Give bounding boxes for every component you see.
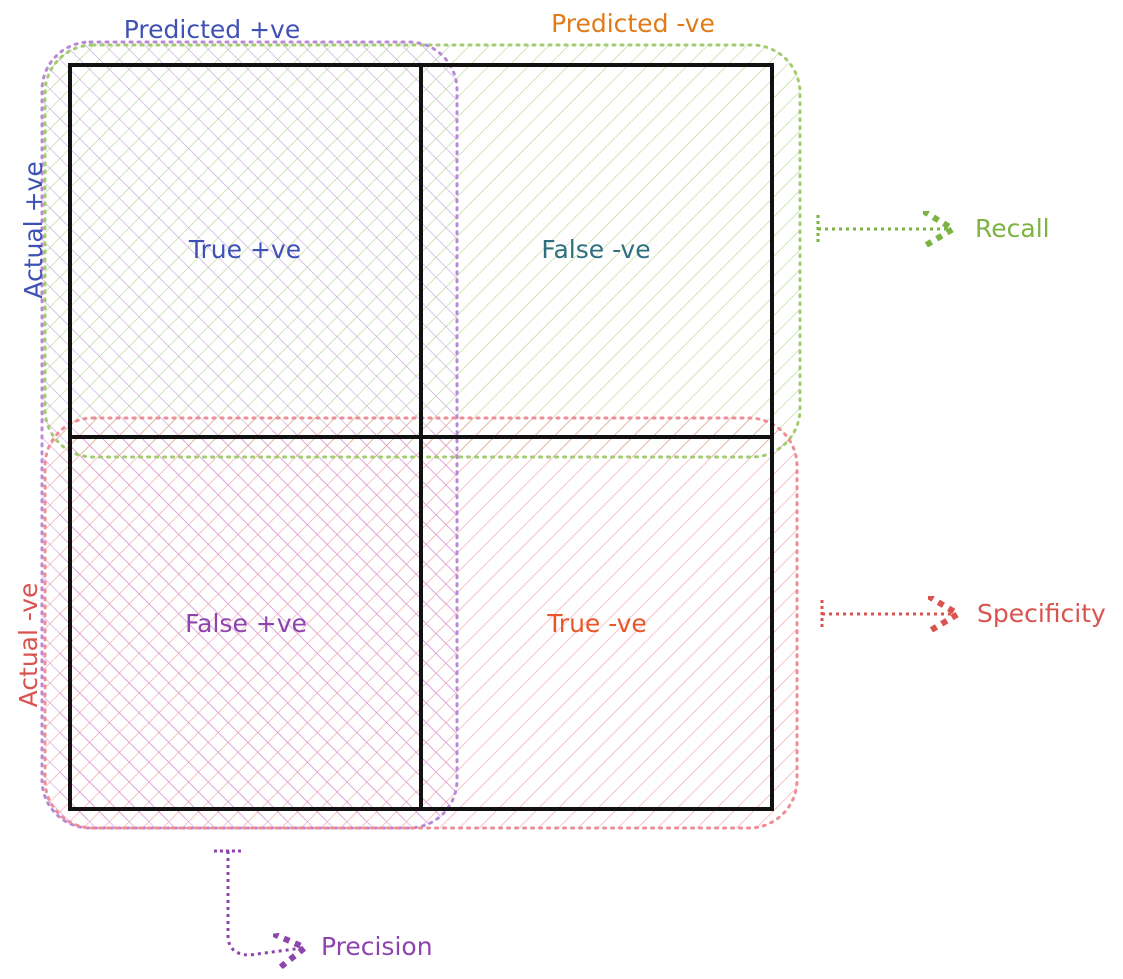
header-actual-negative: Actual -ve <box>14 583 43 708</box>
header-actual-positive: Actual +ve <box>19 161 48 298</box>
recall-arrow <box>816 215 950 243</box>
cell-false-negative: False -ve <box>541 235 650 264</box>
header-predicted-negative: Predicted -ve <box>551 9 715 38</box>
cell-true-negative: True -ve <box>546 609 647 638</box>
metric-recall-label: Recall <box>975 214 1050 243</box>
cell-true-positive: True +ve <box>188 235 301 264</box>
cell-false-positive: False +ve <box>185 609 307 638</box>
overlap-hatch <box>60 430 455 820</box>
specificity-arrow <box>820 600 955 630</box>
precision-arrow <box>214 849 302 955</box>
hatch-layer <box>42 42 800 828</box>
header-predicted-positive: Predicted +ve <box>124 15 300 44</box>
metric-specificity-label: Specificity <box>977 599 1106 628</box>
metric-precision-label: Precision <box>321 932 433 961</box>
matrix-grid <box>68 63 774 811</box>
